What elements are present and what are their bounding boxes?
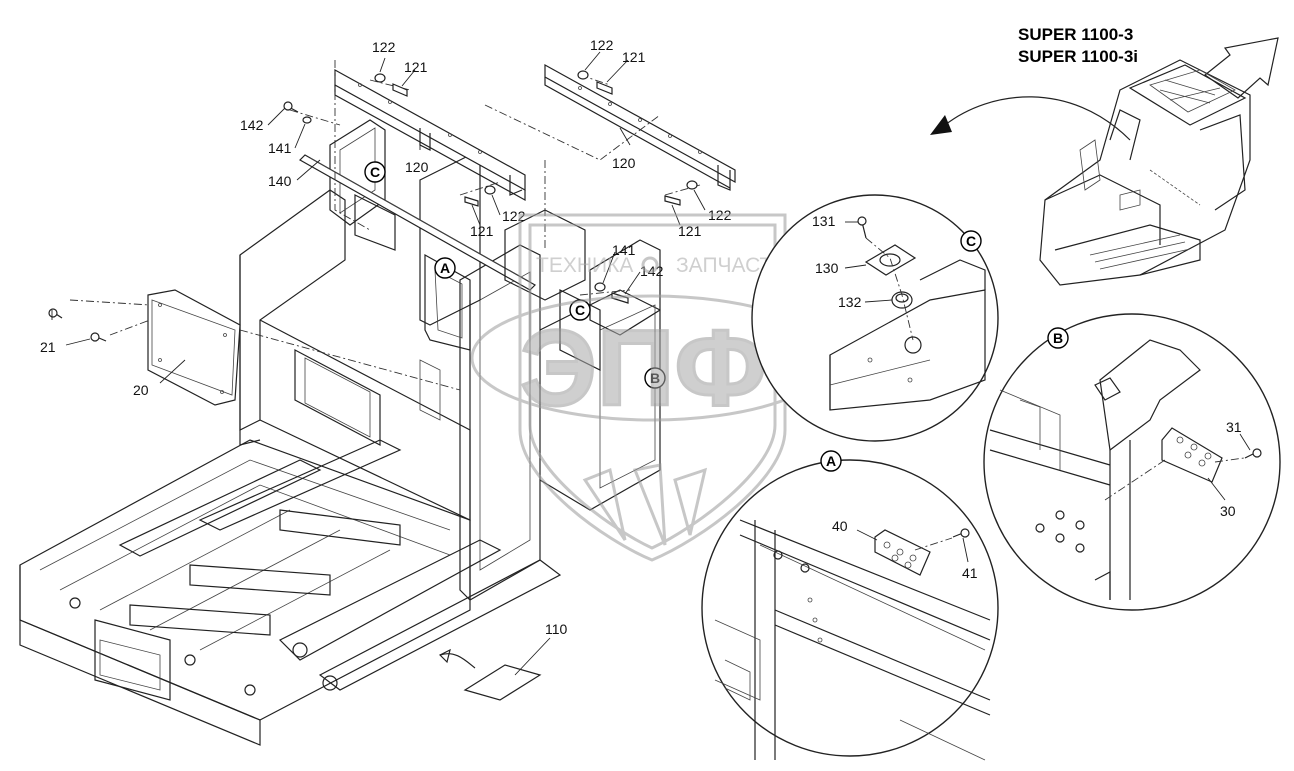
leader-lines [51,51,706,676]
callout-31: 31 [1226,419,1242,435]
machine-overview: SUPER 1100-3 SUPER 1100-3i [930,25,1279,286]
callout-121-b: 121 [622,49,646,65]
callout-labels: 122 121 122 121 120 120 122 121 122 121 … [40,37,732,637]
marker-c-1: C [370,164,380,180]
callout-41: 41 [962,565,978,581]
callout-121-c: 121 [470,223,494,239]
decal-110 [438,648,542,701]
marker-a-1: A [440,260,450,276]
marker-c-2: C [575,302,585,318]
marker-b-1: B [650,370,660,386]
rail-120-right [544,63,736,191]
watermark-right: ЗАПЧАСТИ [676,254,787,277]
callout-141: 141 [268,140,292,156]
bolt-icons [48,70,698,342]
callout-131: 131 [812,213,836,229]
callout-132: 132 [838,294,862,310]
callout-20: 20 [133,382,149,398]
marker-b-detail: B [1053,330,1063,346]
callout-120-a: 120 [405,159,429,175]
view-markers-main: C A C B [364,161,666,389]
callout-140: 140 [268,173,292,189]
marker-c-detail: C [966,233,976,249]
callout-142: 142 [240,117,264,133]
model-title-2: SUPER 1100-3i [1018,47,1138,66]
watermark-logo: ЭПФ ТЕХНИКА ЗАПЧАСТИ [470,213,834,562]
detail-c: 131 130 132 C [751,194,999,442]
model-title-1: SUPER 1100-3 [1018,25,1133,44]
callout-30: 30 [1220,503,1236,519]
cover-plate-20 [147,289,241,406]
callout-122-b: 122 [590,37,614,53]
callout-141-b: 141 [612,242,636,258]
callout-110: 110 [545,621,568,637]
watermark-brand: ЭПФ [520,307,767,428]
callout-21: 21 [40,339,56,355]
callout-130: 130 [815,260,839,276]
detail-a: 40 41 A [701,450,999,761]
detail-b: 31 30 B [983,313,1281,611]
callout-120-b: 120 [612,155,636,171]
callout-121-d: 121 [678,223,702,239]
watermark-left: ТЕХНИКА [536,254,633,277]
callout-121-a: 121 [404,59,428,75]
marker-a-detail: A [826,453,836,469]
callout-122-a: 122 [372,39,396,55]
callout-40: 40 [832,518,848,534]
